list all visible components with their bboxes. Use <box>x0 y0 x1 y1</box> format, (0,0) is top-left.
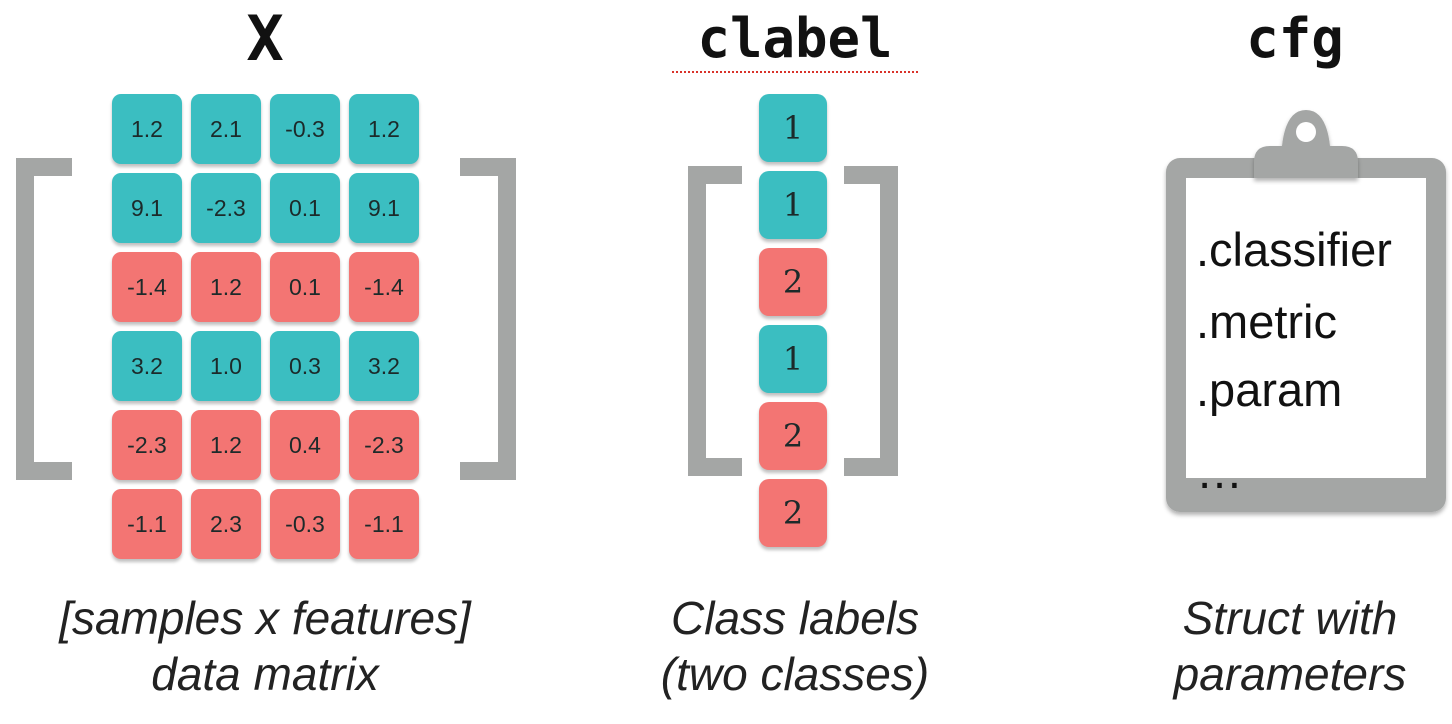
class-label-cell: 1 <box>759 325 827 393</box>
clipboard-icon <box>1166 110 1446 512</box>
cfg-title: cfg <box>1246 7 1344 70</box>
cfg-caption-line1: Struct with <box>1182 592 1398 644</box>
matrix-title: X <box>246 2 284 75</box>
matrix-cell: 3.2 <box>349 331 419 401</box>
matrix-cell: -2.3 <box>349 410 419 480</box>
clabel-caption: Class labels (two classes) <box>600 590 990 702</box>
matrix-cell: -1.1 <box>112 489 182 559</box>
matrix-cell: 9.1 <box>349 173 419 243</box>
matrix-cell: 1.2 <box>191 252 261 322</box>
matrix-cell: 0.4 <box>270 410 340 480</box>
class-label-cell: 2 <box>759 402 827 470</box>
matrix-cell: 1.2 <box>191 410 261 480</box>
matrix-cell: -2.3 <box>191 173 261 243</box>
clabel-caption-line1: Class labels <box>671 592 919 644</box>
matrix-cell: 9.1 <box>112 173 182 243</box>
matrix-cell: 1.2 <box>112 94 182 164</box>
matrix-cell: -1.1 <box>349 489 419 559</box>
labels-right-bracket <box>844 166 898 476</box>
labels-left-bracket <box>688 166 742 476</box>
matrix-cell: 2.1 <box>191 94 261 164</box>
class-label-cell: 1 <box>759 94 827 162</box>
matrix-caption-line1: [samples x features] <box>59 592 471 644</box>
matrix-left-bracket <box>16 158 72 480</box>
spellcheck-underline <box>672 68 918 73</box>
cfg-field: .classifier <box>1196 223 1392 276</box>
matrix-cell: 2.3 <box>191 489 261 559</box>
cfg-field: .metric <box>1196 295 1337 348</box>
matrix-cell: 3.2 <box>112 331 182 401</box>
matrix-caption-line2: data matrix <box>151 648 379 700</box>
matrix-cell: -1.4 <box>112 252 182 322</box>
cfg-caption: Struct with parameters <box>1120 590 1452 702</box>
class-label-cell: 2 <box>759 479 827 547</box>
matrix-cell: -2.3 <box>112 410 182 480</box>
class-label-cell: 2 <box>759 248 827 316</box>
matrix-cell: -0.3 <box>270 489 340 559</box>
cfg-caption-line2: parameters <box>1173 648 1407 700</box>
matrix-cell: 1.0 <box>191 331 261 401</box>
clabel-title: clabel <box>697 7 893 70</box>
matrix-cell: 1.2 <box>349 94 419 164</box>
matrix-cell: 0.3 <box>270 331 340 401</box>
matrix-cell: 0.1 <box>270 252 340 322</box>
matrix-cell: -1.4 <box>349 252 419 322</box>
matrix-cell: -0.3 <box>270 94 340 164</box>
clabel-caption-line2: (two classes) <box>660 648 930 700</box>
cfg-field: .param <box>1196 363 1343 416</box>
class-label-cell: 1 <box>759 171 827 239</box>
matrix-right-bracket <box>460 158 516 480</box>
matrix-caption: [samples x features] data matrix <box>0 590 530 702</box>
cfg-field: … <box>1196 445 1243 498</box>
matrix-cell: 0.1 <box>270 173 340 243</box>
